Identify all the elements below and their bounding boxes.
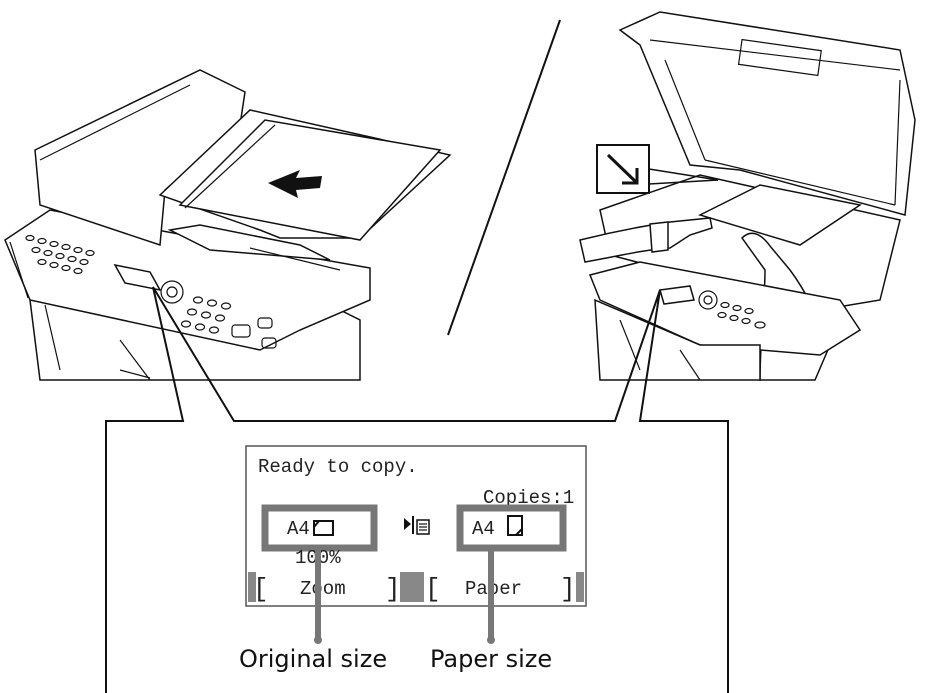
paper-size-value: A4 — [472, 518, 495, 540]
portrait-paper-icon — [508, 516, 522, 535]
lcd-screen: Ready to copy. Copies:1 A4 A4 — [246, 446, 586, 606]
softkey-right-close-bracket: ] — [560, 574, 576, 604]
softkey-right-open-bracket: [ — [425, 574, 441, 604]
paper-size-leader-dot — [487, 636, 495, 644]
softkey-middle-bar — [400, 572, 424, 602]
original-size-value: A4 — [287, 518, 310, 540]
softkey-left-open-bracket: [ — [253, 574, 269, 604]
softkey-zoom-label[interactable]: Zoom — [300, 578, 346, 600]
landscape-paper-icon — [314, 521, 333, 535]
divider-line — [448, 20, 560, 335]
paper-size-caption: Paper size — [430, 645, 552, 673]
softkey-left-close-bracket: ] — [385, 574, 401, 604]
original-size-leader-dot — [314, 636, 322, 644]
left-printer-illustration — [5, 70, 450, 380]
original-size-caption: Original size — [239, 645, 387, 673]
right-printer-illustration — [580, 12, 915, 380]
softkey-right-bar — [576, 572, 584, 602]
lcd-status-text: Ready to copy. — [258, 456, 418, 478]
